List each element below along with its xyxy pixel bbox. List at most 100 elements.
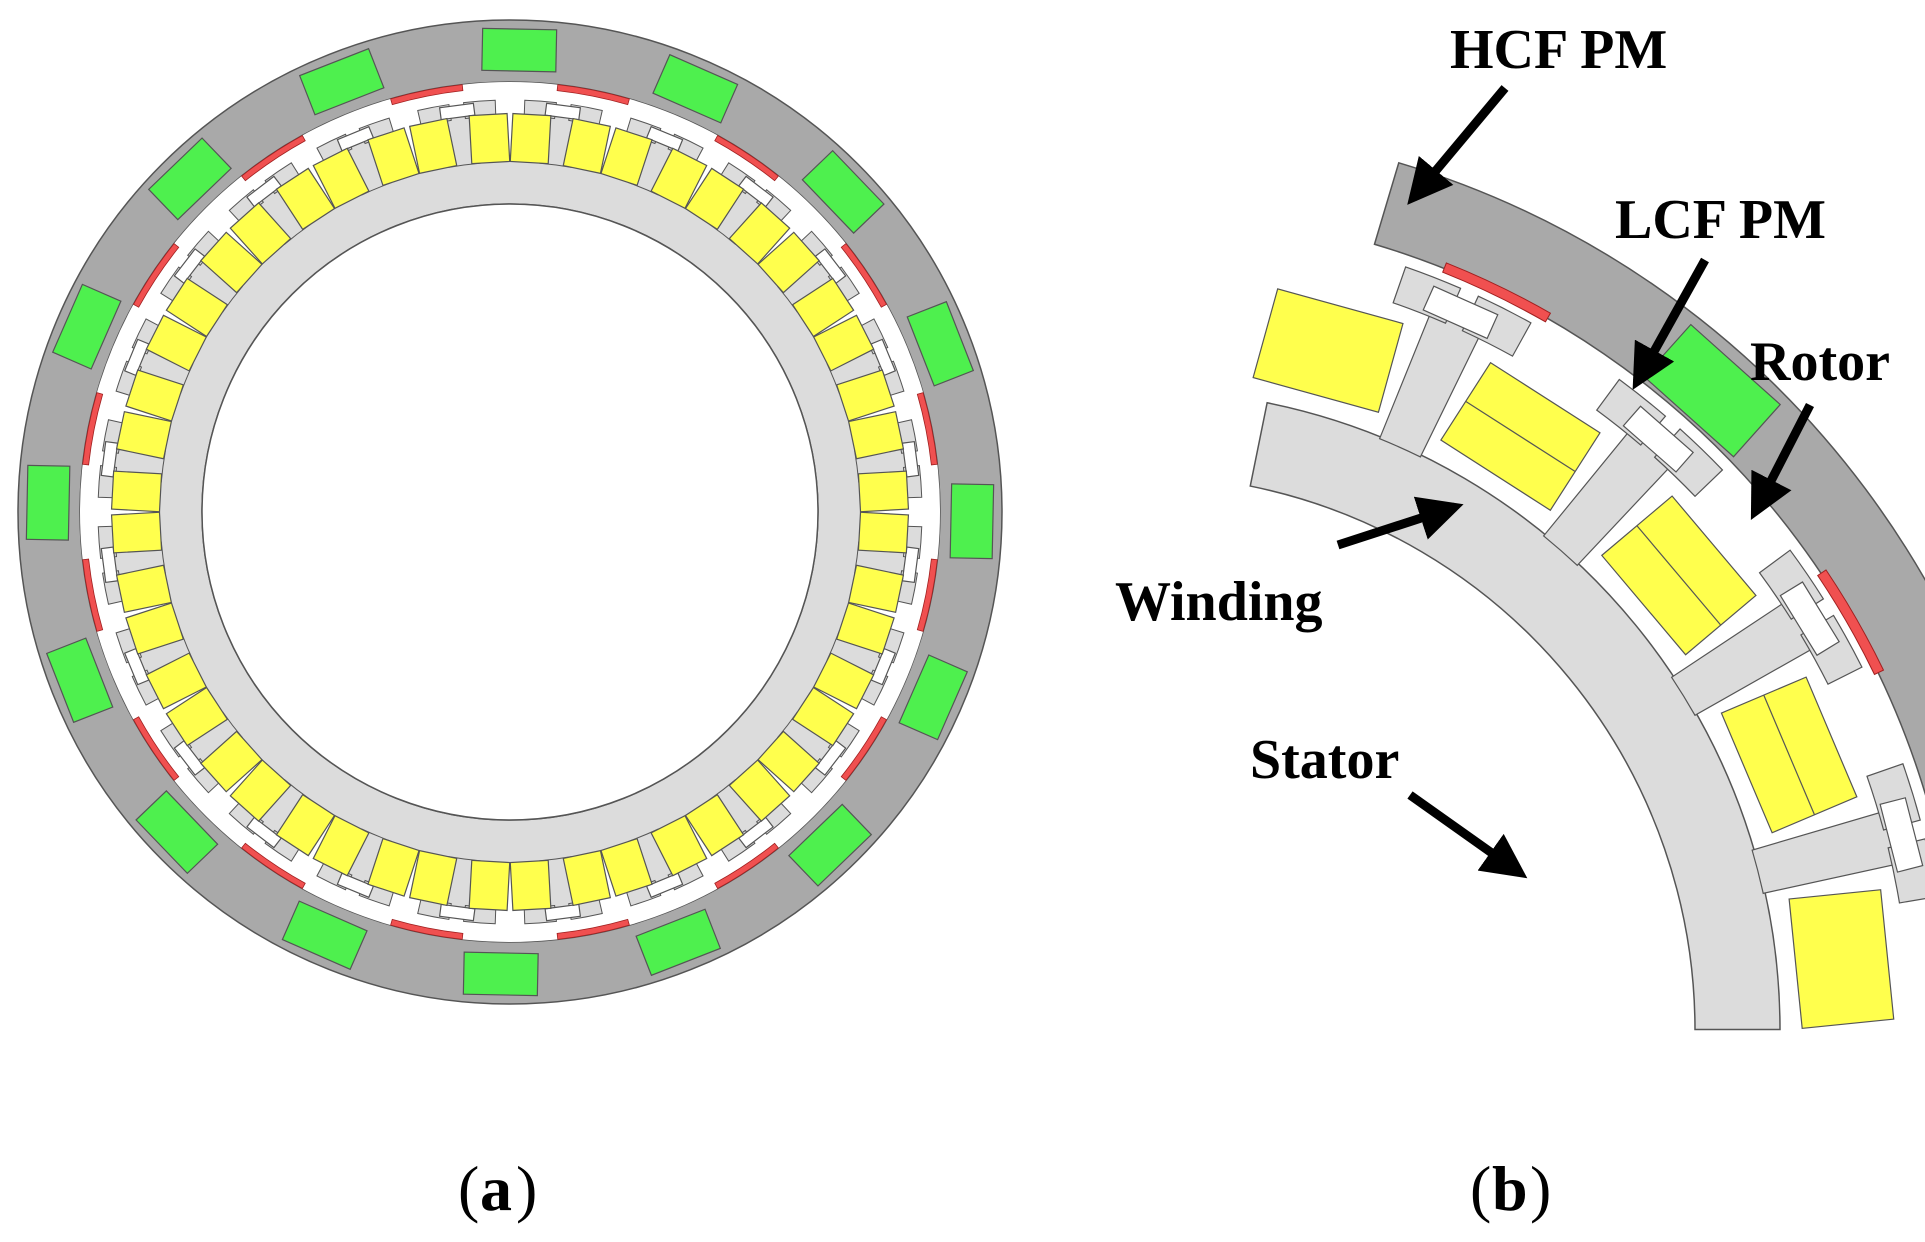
stator-arrow (1407, 791, 1528, 879)
tooth-slot-opening (737, 816, 774, 849)
hcf-pm-magnet (556, 84, 630, 106)
hcf-pm-magnet (132, 716, 180, 781)
hcf-pm-magnet (390, 84, 464, 106)
winding-coil (115, 410, 173, 460)
hcf-pm-magnet (1442, 262, 1552, 323)
lcf-pm-magnet (298, 47, 385, 116)
caption-a-open-paren: ( (458, 1153, 479, 1224)
hcf-pm-magnet (241, 134, 306, 182)
tooth-slot-opening (645, 872, 684, 899)
winding-coil (275, 167, 336, 231)
hcf-pm-magnet (390, 918, 464, 940)
hcf-pm-magnet (714, 134, 779, 182)
caption-b: ( b ) (1470, 1153, 1551, 1224)
winding-coil (110, 470, 163, 513)
caption-a-letter: a (480, 1153, 512, 1224)
winding-coil (847, 410, 905, 460)
tooth-slot-opening (336, 872, 375, 899)
caption-b-close-paren: ) (1530, 1153, 1551, 1224)
hcf-pm-magnet (916, 558, 938, 632)
winding-label: Winding (1115, 571, 1323, 633)
lcf-pm-magnet (481, 27, 558, 73)
stator-yoke (1249, 401, 1781, 1031)
hcf-pm-magnet (840, 243, 888, 308)
tooth-slot-opening (870, 338, 897, 377)
winding-coil (468, 859, 511, 912)
lcf-pm-arrow (1632, 257, 1709, 390)
hcf-pm-magnet (241, 842, 306, 890)
hcf-pm-magnet (82, 392, 104, 466)
stator-bore (201, 203, 819, 821)
winding-coil (275, 793, 336, 857)
tooth-slot-opening (1879, 797, 1924, 873)
winding-coil (509, 859, 552, 912)
winding-coil (650, 147, 708, 210)
tooth-slot-opening (901, 440, 920, 478)
lcf-pm-magnet (898, 654, 969, 741)
winding-coil (1788, 889, 1895, 1030)
winding-coil (857, 511, 910, 554)
tooth-slot-opening (1622, 405, 1695, 473)
winding-coil (757, 231, 820, 294)
winding-coil (312, 814, 370, 877)
winding-coil (562, 849, 612, 907)
rotor-band (1373, 161, 1925, 796)
winding-coil (600, 127, 653, 187)
lcf-pm-magnet (25, 464, 71, 541)
tooth-slot-opening (246, 175, 283, 208)
zoomed-section (1249, 161, 1925, 1031)
winding-coil (367, 127, 420, 187)
winding-coil (600, 837, 653, 897)
winding-coil (812, 314, 875, 372)
winding-coil (110, 511, 163, 554)
winding-coil (847, 564, 905, 614)
winding-coil (165, 277, 229, 338)
winding-coil (684, 167, 745, 231)
lcf-pm-magnet (147, 137, 232, 221)
winding-divider (1763, 694, 1816, 816)
winding-coil (367, 837, 420, 897)
winding-coil (165, 686, 229, 747)
tooth-slot-opening (123, 647, 150, 686)
tooth-slot-opening (100, 440, 119, 478)
hcf-pm-magnet (840, 716, 888, 781)
winding-coil (468, 112, 511, 165)
winding-coil (408, 117, 458, 175)
annotations: HCF PM LCF PM Rotor Winding Stator (1115, 19, 1890, 879)
winding-coil (115, 564, 173, 614)
tooth-slot-opening (544, 102, 582, 121)
winding-coil (562, 117, 612, 175)
winding-arrow (1336, 496, 1464, 550)
winding-coil (728, 202, 791, 265)
winding-coil (229, 759, 292, 822)
winding-coil (757, 730, 820, 793)
tooth-slot-opening (544, 903, 582, 922)
winding-coil (125, 369, 185, 422)
tooth-slot-opening (870, 647, 897, 686)
caption-b-open-paren: ( (1470, 1153, 1491, 1224)
winding-coil (145, 652, 208, 710)
winding-coil (200, 231, 263, 294)
lcf-pm-label: LCF PM (1615, 189, 1826, 251)
lcf-pm-magnet (462, 951, 539, 997)
rotor-label: Rotor (1750, 331, 1890, 393)
hcf-pm-magnet (556, 918, 630, 940)
winding-coil (312, 147, 370, 210)
tooth-slot-opening (737, 175, 774, 208)
caption-a: ( a ) (458, 1153, 537, 1224)
tooth-slot-opening (336, 125, 375, 152)
tooth-slot-opening (901, 546, 920, 584)
winding-coil (728, 759, 791, 822)
tooth-slot-opening (173, 739, 206, 776)
tooth-slot-opening (1422, 285, 1499, 340)
lcf-pm-magnet (45, 637, 114, 724)
lcf-pm-magnet (652, 53, 739, 124)
hcf-pm-arrow (1407, 85, 1509, 205)
hcf-pm-magnet (1816, 569, 1885, 676)
tooth-slot-opening (814, 739, 847, 776)
winding-coil (125, 602, 185, 655)
winding-coil (835, 369, 895, 422)
winding-coil (145, 314, 208, 372)
winding-coil (791, 277, 855, 338)
